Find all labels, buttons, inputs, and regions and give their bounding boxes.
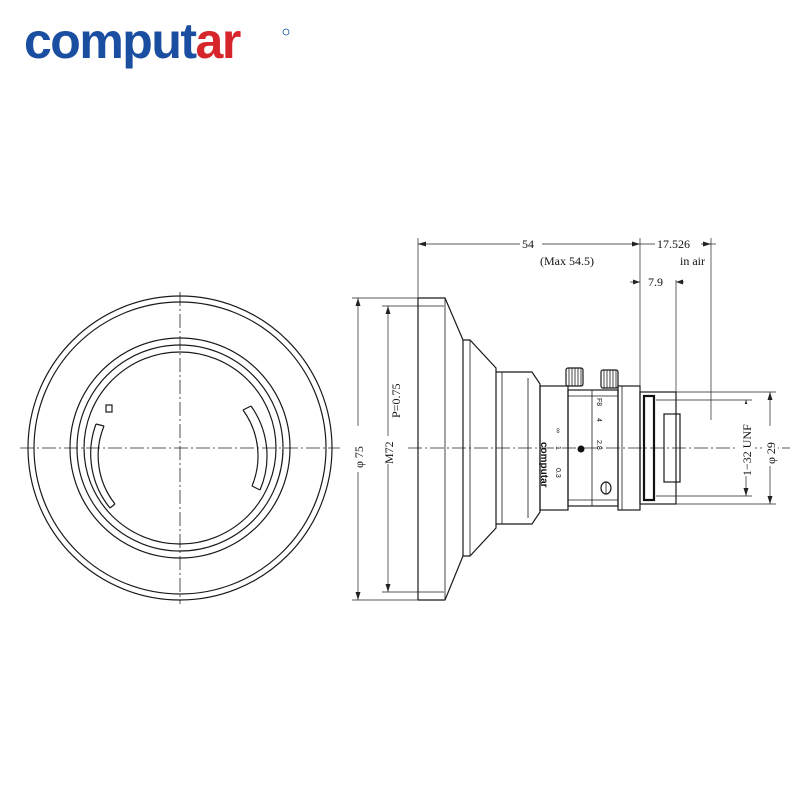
- registered-mark-icon: [282, 28, 290, 36]
- iris-mark-f8: F8: [595, 398, 602, 406]
- computar-logo: computar: [24, 14, 290, 69]
- iris-mark-28: 2.8: [595, 440, 602, 450]
- filter-pitch-label: P=0.75: [389, 384, 403, 418]
- front-view: [20, 292, 340, 604]
- dimension-labels: 54 (Max 54.5) 17.526 in air 7.9 φ 75 M72…: [350, 236, 778, 476]
- dimension-lines: [352, 238, 776, 601]
- focus-mark-03: 0.3: [554, 468, 561, 478]
- logo-main: comput: [24, 14, 197, 69]
- iris-mark-4: 4: [595, 418, 602, 422]
- overall-length-label: 54: [522, 237, 534, 251]
- mount-diameter-label: φ 29: [764, 442, 778, 464]
- mount-thread-label: 1−32 UNF: [740, 424, 754, 476]
- index-dot-icon: [577, 445, 585, 453]
- filter-thread-label: M72: [382, 441, 396, 464]
- back-focus-label: 17.526: [657, 237, 690, 251]
- side-view: ∞ 1 0.3 F8 4 2.8 computar: [408, 297, 790, 601]
- back-focus-note: in air: [680, 254, 705, 268]
- svg-text:computar: computar: [24, 14, 241, 69]
- overall-length-max-label: (Max 54.5): [540, 254, 594, 268]
- logo-accent: ar: [196, 14, 241, 69]
- focus-mark-infinity: ∞: [554, 428, 561, 433]
- focus-mark-1: 1: [554, 446, 561, 450]
- flange-depth-label: 7.9: [648, 275, 663, 289]
- barrel-brand: computar: [538, 442, 549, 488]
- front-diameter-label: φ 75: [352, 446, 366, 468]
